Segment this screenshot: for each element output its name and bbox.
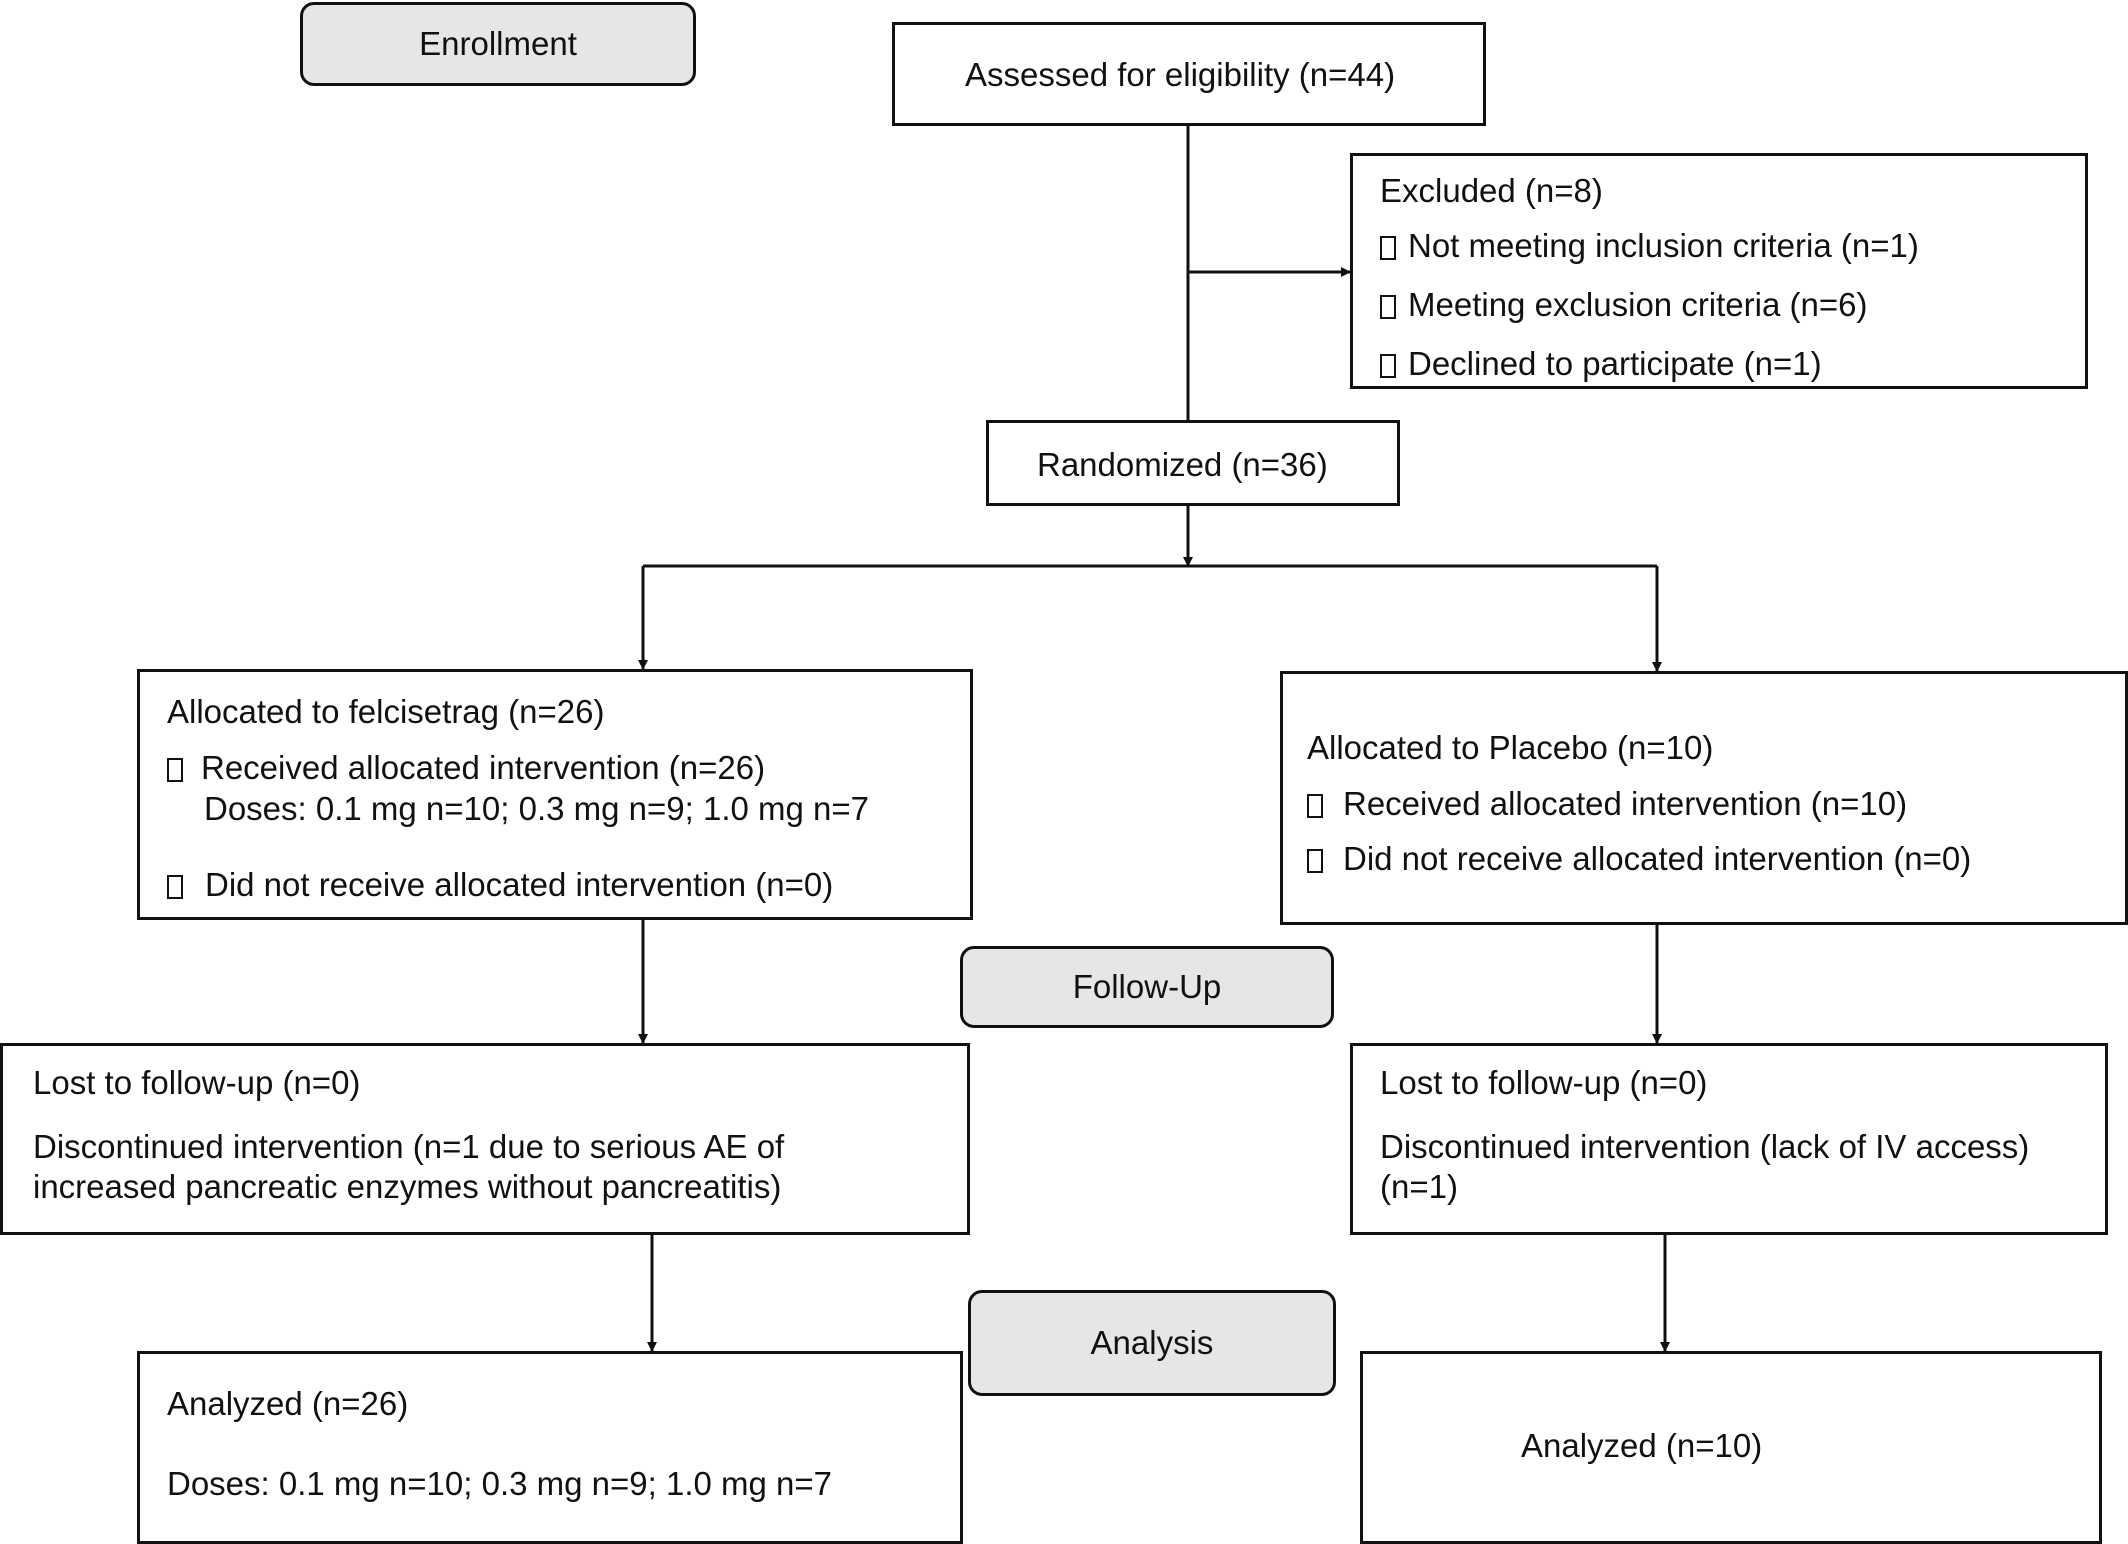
checkbox-icon (1307, 849, 1323, 873)
placebo-allocation-title: Allocated to Placebo (n=10) (1307, 729, 1714, 766)
stage-enrollment: Enrollment (300, 2, 696, 86)
stage-follow-up: Follow-Up (960, 946, 1334, 1028)
randomized-text: Randomized (n=36) (1037, 446, 1328, 483)
felcisetrag-allocation-title: Allocated to felcisetrag (n=26) (167, 693, 605, 730)
assessed-box: Assessed for eligibility (n=44) (892, 22, 1486, 126)
felcisetrag-not-received: Did not receive allocated intervention (… (167, 865, 833, 905)
checkbox-icon (167, 758, 183, 782)
felcisetrag-discontinued-line1: Discontinued intervention (n=1 due to se… (33, 1128, 785, 1165)
felcisetrag-allocation-box: Allocated to felcisetrag (n=26) Received… (137, 669, 973, 920)
excluded-item: Declined to participate (n=1) (1380, 344, 1822, 384)
checkbox-icon (1380, 295, 1396, 319)
placebo-allocation-box: Allocated to Placebo (n=10) Received all… (1280, 671, 2128, 925)
checkbox-icon (1380, 354, 1396, 378)
placebo-analyzed: Analyzed (n=10) (1521, 1427, 1763, 1464)
felcisetrag-received: Received allocated intervention (n=26) (167, 748, 765, 788)
placebo-discontinued-line1: Discontinued intervention (lack of IV ac… (1380, 1128, 2030, 1165)
placebo-received: Received allocated intervention (n=10) (1307, 784, 1907, 824)
randomized-box: Randomized (n=36) (986, 420, 1400, 506)
stage-analysis-label: Analysis (1090, 1324, 1214, 1361)
placebo-analysis-box: Analyzed (n=10) (1360, 1351, 2102, 1544)
excluded-box: Excluded (n=8) Not meeting inclusion cri… (1350, 153, 2088, 389)
felcisetrag-analyzed: Analyzed (n=26) (167, 1385, 409, 1422)
stage-analysis: Analysis (968, 1290, 1336, 1396)
placebo-lost-to-follow-up: Lost to follow-up (n=0) (1380, 1064, 1708, 1101)
felcisetrag-lost-to-follow-up: Lost to follow-up (n=0) (33, 1064, 361, 1101)
excluded-item: Not meeting inclusion criteria (n=1) (1380, 226, 1919, 266)
felcisetrag-analysis-box: Analyzed (n=26) Doses: 0.1 mg n=10; 0.3 … (137, 1351, 963, 1544)
felcisetrag-analyzed-doses: Doses: 0.1 mg n=10; 0.3 mg n=9; 1.0 mg n… (167, 1465, 832, 1502)
felcisetrag-follow-up-box: Lost to follow-up (n=0) Discontinued int… (0, 1043, 970, 1235)
assessed-text: Assessed for eligibility (n=44) (965, 56, 1396, 93)
placebo-discontinued-line2: (n=1) (1380, 1168, 1458, 1205)
placebo-follow-up-box: Lost to follow-up (n=0) Discontinued int… (1350, 1043, 2108, 1235)
felcisetrag-discontinued-line2: increased pancreatic enzymes without pan… (33, 1168, 782, 1205)
excluded-item: Meeting exclusion criteria (n=6) (1380, 285, 1867, 325)
checkbox-icon (1307, 794, 1323, 818)
stage-enrollment-label: Enrollment (419, 25, 577, 62)
checkbox-icon (167, 875, 183, 899)
excluded-title: Excluded (n=8) (1380, 172, 1603, 209)
felcisetrag-received-doses: Doses: 0.1 mg n=10; 0.3 mg n=9; 1.0 mg n… (204, 790, 869, 827)
checkbox-icon (1380, 236, 1396, 260)
stage-follow-up-label: Follow-Up (1072, 968, 1222, 1005)
placebo-not-received: Did not receive allocated intervention (… (1307, 839, 1971, 879)
